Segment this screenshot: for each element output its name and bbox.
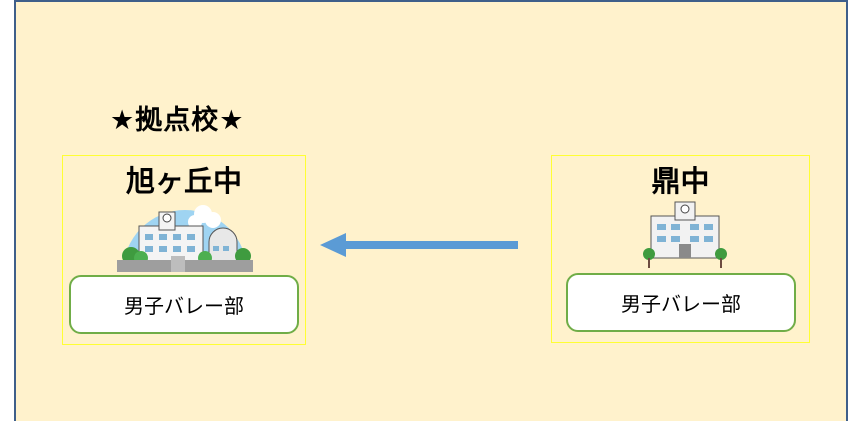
school-name: 鼎中 xyxy=(651,164,710,198)
left-arrow-icon xyxy=(320,233,518,257)
school-name: 旭ヶ丘中 xyxy=(125,164,242,198)
school-card-kanae: 鼎中 男子バレー部 xyxy=(551,155,810,343)
school-building-with-sky-icon xyxy=(117,205,253,272)
club-label: 男子バレー部 xyxy=(69,275,299,334)
hub-school-heading: ★拠点校★ xyxy=(110,105,245,136)
club-label: 男子バレー部 xyxy=(566,273,796,332)
school-building-icon xyxy=(643,201,727,268)
slide-panel: ★拠点校★ xyxy=(14,0,848,421)
school-card-asahigaoka: 旭ヶ丘中 男子バレー部 xyxy=(62,155,306,345)
